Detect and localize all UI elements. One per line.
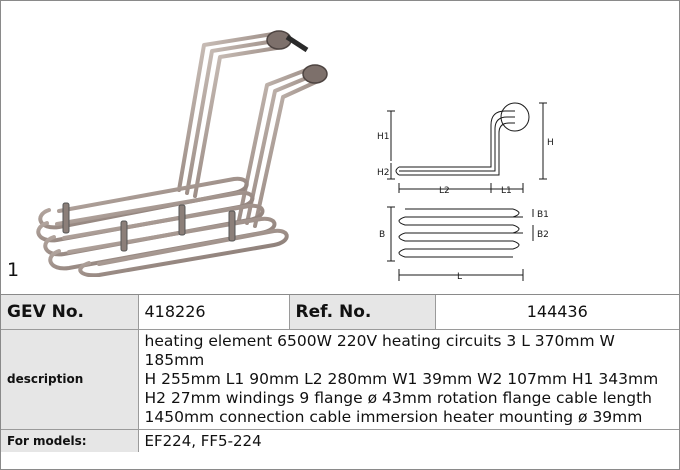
models-label: For models:	[1, 428, 139, 452]
label-h: H	[547, 138, 554, 148]
label-b1: B1	[537, 210, 549, 220]
description-line: heating element 6500W 220V heating circu…	[144, 331, 615, 369]
label-b: B	[379, 230, 385, 240]
heating-element-photo	[36, 30, 328, 277]
figure-number: 1	[7, 259, 20, 281]
spec-table: GEV No. 418226 Ref. No. 144436 descripti…	[1, 295, 679, 452]
description-line: H2 27mm windings 9 flange ø 43mm rotatio…	[144, 388, 652, 407]
gev-value: 418226	[137, 295, 290, 330]
description-line: 1450mm connection cable immersion heater…	[144, 407, 643, 426]
description-label: description	[1, 328, 139, 430]
dimension-drawing: H1 H2 H L2 L1 B B1 B2 L	[377, 102, 554, 282]
label-b2: B2	[537, 230, 549, 240]
description-line: H 255mm L1 90mm L2 280mm W1 39mm W2 107m…	[144, 369, 659, 388]
table-row: description heating element 6500W 220V h…	[1, 328, 679, 430]
product-image-area: H1 H2 H L2 L1 B B1 B2 L 1	[1, 1, 679, 295]
table-row: GEV No. 418226 Ref. No. 144436	[1, 295, 679, 330]
label-h2: H2	[377, 168, 390, 178]
label-l: L	[457, 272, 462, 282]
label-h1: H1	[377, 132, 390, 142]
table-row: For models: EF224, FF5-224	[1, 428, 679, 452]
label-l1: L1	[501, 186, 512, 196]
label-l2: L2	[439, 186, 450, 196]
description-value: heating element 6500W 220V heating circu…	[137, 328, 679, 430]
gev-label: GEV No.	[1, 295, 139, 330]
models-value: EF224, FF5-224	[137, 428, 679, 452]
ref-label: Ref. No.	[288, 295, 436, 330]
ref-value: 144436	[434, 295, 679, 330]
